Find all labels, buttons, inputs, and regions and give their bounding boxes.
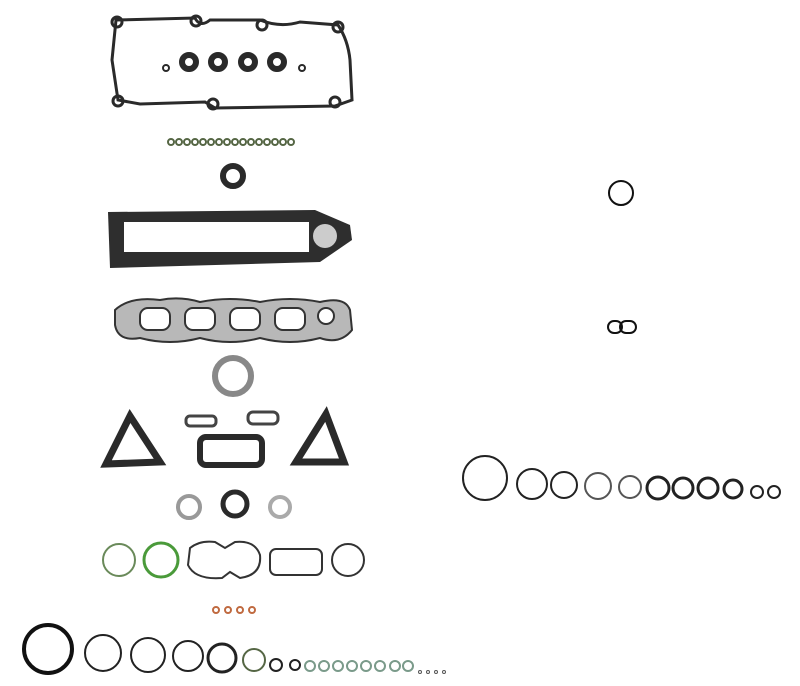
valve-cover-gasket	[110, 14, 354, 111]
small-flange-gaskets	[176, 410, 292, 520]
crank-seal	[220, 163, 246, 189]
single-oring-right	[608, 180, 634, 206]
small-orings-row	[167, 138, 295, 146]
oring-row-bottom	[22, 623, 446, 675]
intake-manifold-gasket	[108, 210, 352, 268]
oring-row-right	[462, 455, 781, 501]
triangle-gasket-left	[100, 408, 167, 468]
copper-washers	[212, 606, 256, 614]
turbo-ring-gasket	[212, 355, 254, 397]
square-gasket	[197, 434, 265, 468]
triangle-gasket-right	[289, 406, 350, 466]
double-oring	[607, 320, 637, 334]
exhaust-manifold-gasket	[114, 297, 354, 343]
seal-row-middle	[102, 540, 365, 580]
